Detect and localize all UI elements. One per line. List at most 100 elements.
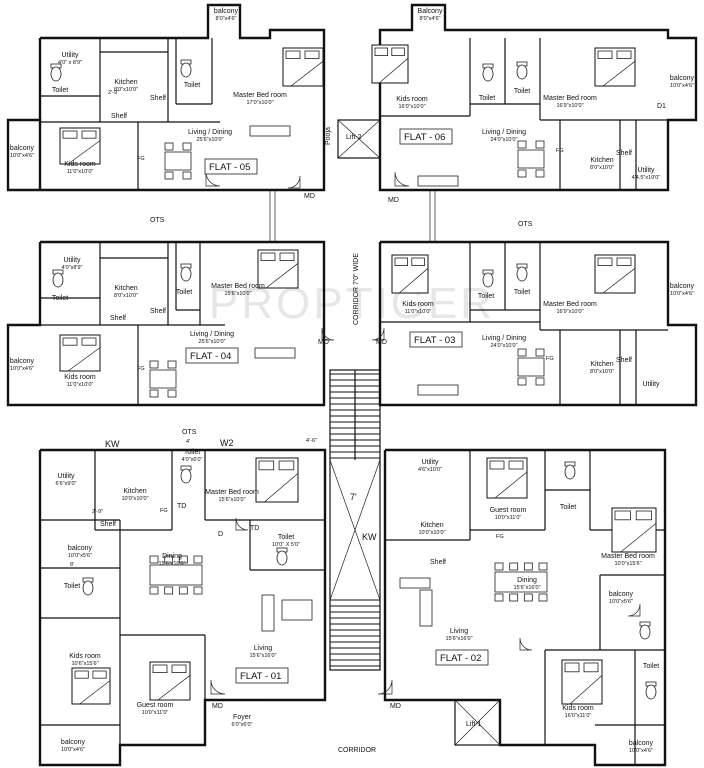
bed-icon xyxy=(149,661,191,701)
room-name: Toilet xyxy=(643,663,659,670)
room-f01-shelf: Shelf xyxy=(100,521,116,528)
room-dimensions: 8'0"x4'6" xyxy=(216,16,237,22)
stair-width-label: 7' xyxy=(350,492,357,502)
dim-4ft: 4' xyxy=(186,439,190,445)
room-dimensions: 8'0"x4'6" xyxy=(420,16,441,22)
room-dimensions: 16'9"x10'0" xyxy=(556,103,583,109)
room-dimensions: 10'0"x11'0" xyxy=(495,515,522,521)
room-dimensions: 10'0"x5'6" xyxy=(609,599,633,605)
md-label: MD xyxy=(376,339,387,346)
room-name: Kids room xyxy=(64,161,96,168)
room-f02-toilet2: Toilet xyxy=(643,663,659,670)
toilet-icon xyxy=(482,63,494,82)
room-f05-shelf2: Shelf xyxy=(150,95,166,102)
room-name: Kids room xyxy=(64,374,96,381)
room-dimensions: 4'4.5"x10'0" xyxy=(632,175,661,181)
dim-2-9: 2'-9" xyxy=(108,90,119,96)
md-label: MD xyxy=(304,193,315,200)
room-name: balcony xyxy=(670,75,695,82)
toilet-icon xyxy=(52,269,64,288)
ots-label: OTS xyxy=(518,221,533,228)
room-name: Shelf xyxy=(150,95,166,102)
ots-label: OTS xyxy=(150,217,165,224)
sofa-icon xyxy=(417,384,459,396)
room-dimensions: 10'0"x4'6" xyxy=(10,153,34,159)
room-f06-shelf: Shelf xyxy=(616,150,632,157)
bed-icon xyxy=(371,44,409,84)
room-f02-shelf: Shelf xyxy=(430,559,446,566)
room-name: Toilet xyxy=(560,504,576,511)
door-swing-icon xyxy=(519,637,533,651)
room-name: Utility xyxy=(421,459,439,466)
room-name: Toilet xyxy=(514,88,530,95)
svg-text:FLAT - 05: FLAT - 05 xyxy=(209,162,250,173)
bed-icon xyxy=(59,334,101,372)
flat-02-title: FLAT - 02 xyxy=(435,649,489,666)
room-name: Living / Dining xyxy=(482,129,526,136)
toilet-icon xyxy=(639,621,651,640)
room-name: Kitchen xyxy=(123,488,146,495)
room-name: Dining xyxy=(517,577,537,584)
room-f05-toilet2: Toilet xyxy=(184,82,200,89)
bed-icon xyxy=(257,249,299,289)
room-name: Master Bed room xyxy=(233,92,287,99)
dim-4-6: 4'-6" xyxy=(306,438,317,444)
room-name: Guest room xyxy=(490,507,527,514)
room-name: Kids room xyxy=(402,301,434,308)
fg-label: FG xyxy=(160,508,168,514)
room-name: Living / Dining xyxy=(188,129,232,136)
sofa-icon xyxy=(417,175,459,187)
room-dimensions: 10'0"x4'6" xyxy=(61,747,85,753)
bed-icon xyxy=(594,47,636,87)
flat-04-title: FLAT - 04 xyxy=(185,347,239,364)
md-label: MD xyxy=(212,703,223,710)
room-name: Kitchen xyxy=(114,285,137,292)
room-dimensions: 15'6"x16'0" xyxy=(249,653,276,659)
door-swing-icon xyxy=(627,603,641,617)
room-name: balcony xyxy=(609,591,634,598)
room-name: Shelf xyxy=(111,113,127,120)
room-name: Toilet xyxy=(514,289,530,296)
fg-label: FG xyxy=(556,148,564,154)
sofa-icon xyxy=(249,125,291,137)
room-f06-toilet2: Toilet xyxy=(514,88,530,95)
toilet-icon xyxy=(180,465,192,484)
room-dimensions: 15'6"x16'0" xyxy=(513,585,540,591)
flat-04-walls xyxy=(6,240,326,407)
room-dimensions: 10'0"x5'6" xyxy=(68,553,92,559)
flat-01-title: FLAT - 01 xyxy=(235,667,289,684)
bed-icon xyxy=(59,127,101,165)
flat-06-title: FLAT - 06 xyxy=(399,128,453,145)
toilet-icon xyxy=(82,577,94,596)
toilet-icon xyxy=(564,461,576,480)
room-dimensions: 10'6"x15'6" xyxy=(71,661,98,667)
svg-text:FLAT - 06: FLAT - 06 xyxy=(404,132,445,143)
room-dimensions: 16'9"x10'0" xyxy=(556,309,583,315)
md-label: MD xyxy=(388,197,399,204)
room-name: Kitchen xyxy=(590,157,613,164)
room-dimensions: 8'0"x10'0" xyxy=(114,293,138,299)
stair-landing xyxy=(329,459,381,601)
room-dimensions: 10'0"x4'6" xyxy=(670,291,694,297)
door-swing-icon xyxy=(394,171,410,187)
room-dimensions: 10'0"x15'6" xyxy=(614,561,641,567)
room-name: Shelf xyxy=(100,521,116,528)
room-dimensions: 11'0"x10'0" xyxy=(67,382,94,388)
room-name: Shelf xyxy=(110,315,126,322)
room-dimensions: 15'6"x10'0" xyxy=(224,291,251,297)
